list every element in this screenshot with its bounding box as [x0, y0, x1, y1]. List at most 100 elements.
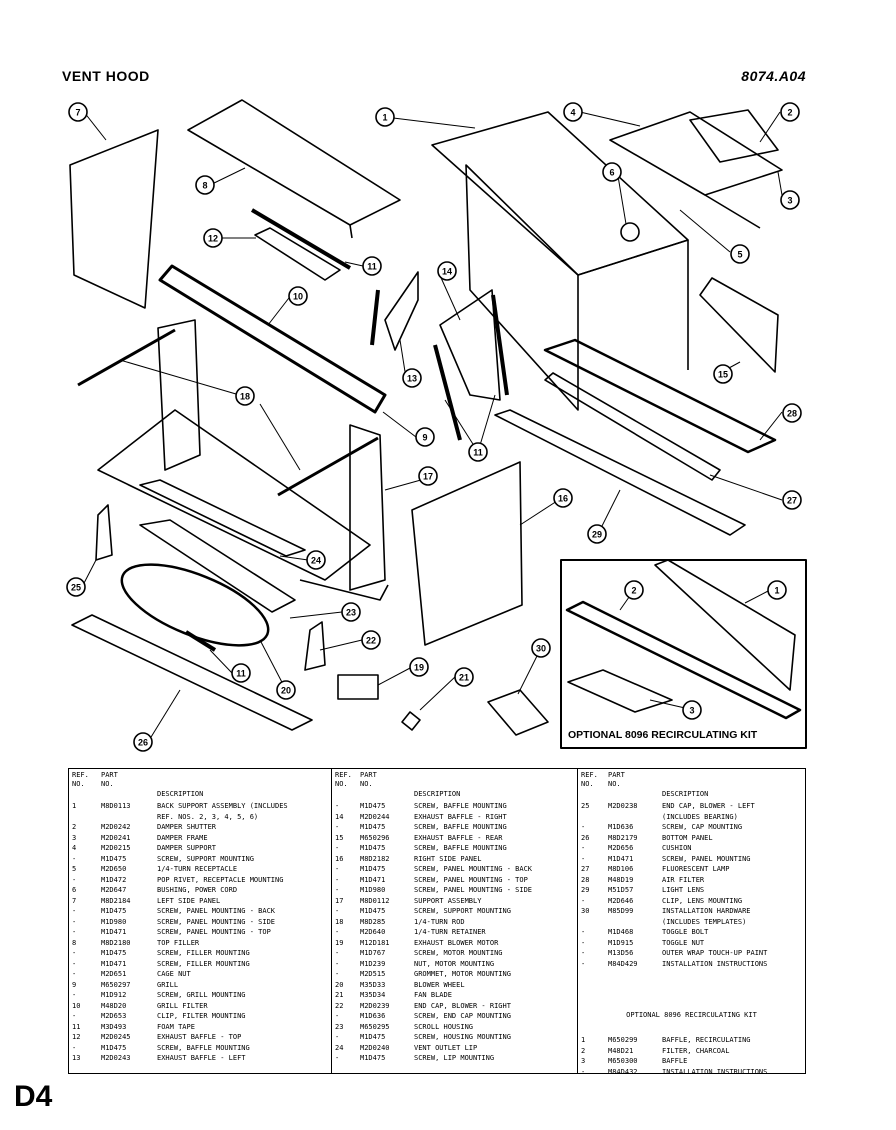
- description: AIR FILTER: [662, 875, 705, 884]
- description: FILTER, CHARCOAL: [662, 1046, 730, 1055]
- kit-table-title: OPTIONAL 8096 RECIRCULATING KIT: [626, 1011, 757, 1019]
- description: POP RIVET, RECEPTACLE MOUNTING: [157, 875, 284, 884]
- table-row: REF. NOS. 2, 3, 4, 5, 6): [69, 812, 331, 823]
- part-scroll-housing: [139, 519, 296, 613]
- part-no: M8D285: [360, 917, 386, 926]
- part-no: M1D471: [101, 928, 127, 936]
- ref-no: -: [335, 949, 340, 957]
- ref-no: -: [335, 865, 340, 873]
- callout-number: 20: [281, 686, 291, 696]
- ref-no-header: NO.: [581, 780, 594, 788]
- part-no: M8D0113: [101, 802, 131, 810]
- description: TOGGLE NUT: [662, 938, 705, 947]
- ref-no: 26: [581, 833, 590, 842]
- ref-no: -: [335, 802, 340, 810]
- ref-no: 4: [72, 844, 77, 852]
- table-row: (INCLUDES BEARING): [578, 812, 805, 823]
- callout-circle: [306, 550, 326, 570]
- part-no: M84D432: [608, 1067, 638, 1076]
- callout-number: 4: [570, 108, 575, 118]
- callout-number: 11: [236, 669, 246, 679]
- page-title: VENT HOOD: [62, 68, 150, 84]
- description: SCREW, MOTOR MOUNTING: [414, 949, 503, 957]
- callout-number: 29: [592, 530, 602, 540]
- description: EXHAUST BAFFLE - TOP: [157, 1033, 242, 1041]
- ref-no: 1: [72, 802, 77, 810]
- callout-number: 2: [787, 108, 792, 118]
- part-no: M650295: [360, 1022, 390, 1031]
- part-no: M1D475: [360, 1054, 386, 1062]
- ref-no: -: [335, 907, 340, 915]
- ref-no: -: [581, 823, 586, 831]
- description: TOGGLE BOLT: [662, 928, 709, 936]
- description: SCREW, PANEL MOUNTING - TOP: [157, 928, 271, 936]
- part-no: M8D2184: [101, 896, 131, 905]
- callout-circle: [195, 175, 215, 195]
- ref-no: 16: [335, 854, 344, 863]
- description: SCREW, BAFFLE MOUNTING: [157, 1043, 250, 1052]
- callout-circle: [602, 162, 622, 182]
- description: BAFFLE: [662, 1057, 688, 1065]
- part-no: M2D0243: [101, 1054, 131, 1062]
- part-blower-motor: [337, 674, 379, 700]
- description: SCREW, PANEL MOUNTING - BACK: [414, 865, 533, 873]
- part-no: M1D475: [360, 802, 386, 810]
- callout-number: 16: [558, 494, 568, 504]
- diagram-code: 8074.A04: [741, 68, 806, 84]
- description: BLOWER WHEEL: [414, 980, 465, 989]
- part-no: M1D475: [101, 854, 127, 863]
- part-air-filter: [543, 338, 777, 454]
- ref-no: 5: [72, 865, 77, 873]
- description: FLUORESCENT LAMP: [662, 865, 730, 873]
- callout-number: 27: [787, 496, 797, 506]
- part-grill-filter: [158, 264, 387, 414]
- part-no: M12D181: [360, 938, 390, 947]
- callout-circle: [203, 228, 223, 248]
- part-no: M1D980: [360, 886, 386, 894]
- part-no: M85D99: [608, 907, 634, 915]
- ref-no: 14: [335, 812, 344, 821]
- part-no: M84D429: [608, 959, 638, 968]
- description: GROMMET, MOTOR MOUNTING: [414, 970, 511, 978]
- description: SCREW, PANEL MOUNTING - SIDE: [157, 917, 276, 926]
- ref-no: -: [335, 928, 340, 936]
- callout-circle: [767, 580, 787, 600]
- ref-no: -: [72, 854, 77, 863]
- table-row: (INCLUDES TEMPLATES): [578, 917, 805, 928]
- ref-no: 13: [72, 1054, 81, 1062]
- callout-circle: [563, 102, 583, 122]
- callout-circle: [730, 244, 750, 264]
- description: FAN BLADE: [414, 991, 452, 999]
- callout-number: 24: [311, 556, 321, 566]
- part-no: M650296: [360, 833, 390, 842]
- ref-no: 3: [72, 833, 77, 842]
- ref-no: -: [72, 917, 77, 926]
- ref-no: 9: [72, 980, 77, 989]
- ref-no: 20: [335, 980, 344, 989]
- ref-no: -: [72, 1043, 77, 1052]
- callout-circle: [409, 657, 429, 677]
